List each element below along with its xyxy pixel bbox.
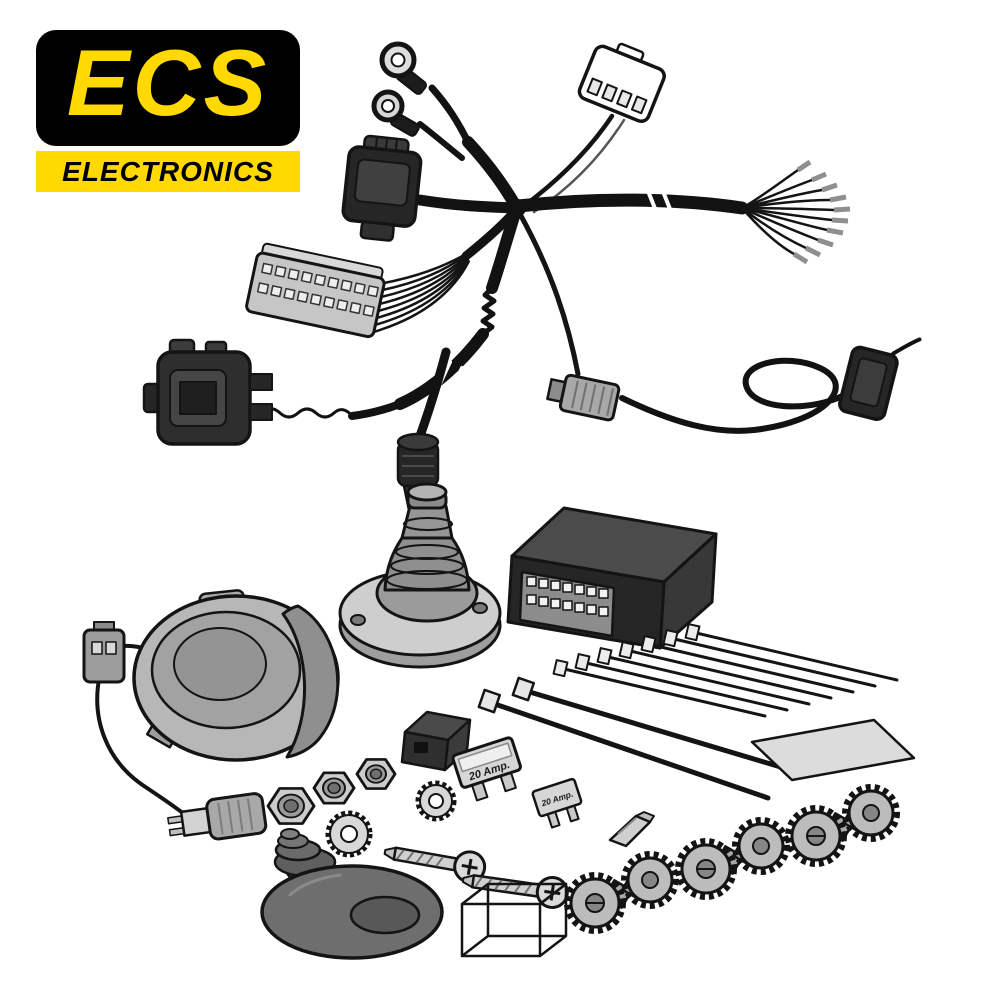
twisted-wire xyxy=(262,407,354,419)
mini-connector-plug xyxy=(82,621,126,684)
stripped-wire-ends xyxy=(741,159,851,265)
multi-pin-connector xyxy=(245,242,386,339)
scotchlock-cluster-2 xyxy=(675,817,790,900)
white-4pin-connector xyxy=(577,42,666,123)
ring-terminal-1 xyxy=(379,41,428,95)
adhesive-pad xyxy=(750,718,916,782)
brand-tagline: ELECTRONICS xyxy=(62,155,274,187)
black-plug-connector xyxy=(838,337,922,421)
black-vehicle-connector xyxy=(142,338,273,446)
control-module xyxy=(506,506,718,650)
main-wiring-harness xyxy=(142,41,922,525)
small-grey-connector xyxy=(546,373,621,422)
metal-clip-terminal xyxy=(608,811,655,848)
fuse-holder xyxy=(167,792,268,841)
13-pin-socket xyxy=(132,589,340,762)
scotchlock-cluster-1 xyxy=(564,851,679,934)
cable-break-marks-right xyxy=(644,182,674,218)
cable-tie-bundle xyxy=(552,623,899,718)
brand-name: ECS xyxy=(66,30,270,135)
serrated-washers xyxy=(325,780,457,858)
small-black-connector xyxy=(400,710,472,772)
wireframe-box xyxy=(460,882,568,958)
towing-socket-assembly xyxy=(82,589,340,841)
black-relay-connector xyxy=(341,134,423,242)
harness-junction xyxy=(508,199,526,217)
long-cable-ties xyxy=(477,676,787,801)
scotchlock-cluster-3 xyxy=(785,784,900,867)
hex-nuts xyxy=(266,758,397,825)
scotchlock-connectors xyxy=(564,784,900,934)
multi-pin-connector-wires xyxy=(373,252,471,334)
ecs-logo: ECS ELECTRONICS xyxy=(36,30,300,192)
blade-fuse-mini: 20 Amp. xyxy=(531,777,583,829)
socket-lid xyxy=(281,604,340,759)
blade-fuse-large: 20 Amp. xyxy=(451,736,522,802)
ring-terminal-2 xyxy=(371,89,420,137)
corrugated-sleeve xyxy=(480,285,497,337)
ecs-logo-box: ECS xyxy=(36,30,300,146)
brand-tagline-bar: ELECTRONICS xyxy=(36,151,300,192)
rubber-boot-with-plate xyxy=(338,482,502,669)
extension-lead-loop xyxy=(619,357,869,434)
rubber-grommet xyxy=(260,828,444,960)
